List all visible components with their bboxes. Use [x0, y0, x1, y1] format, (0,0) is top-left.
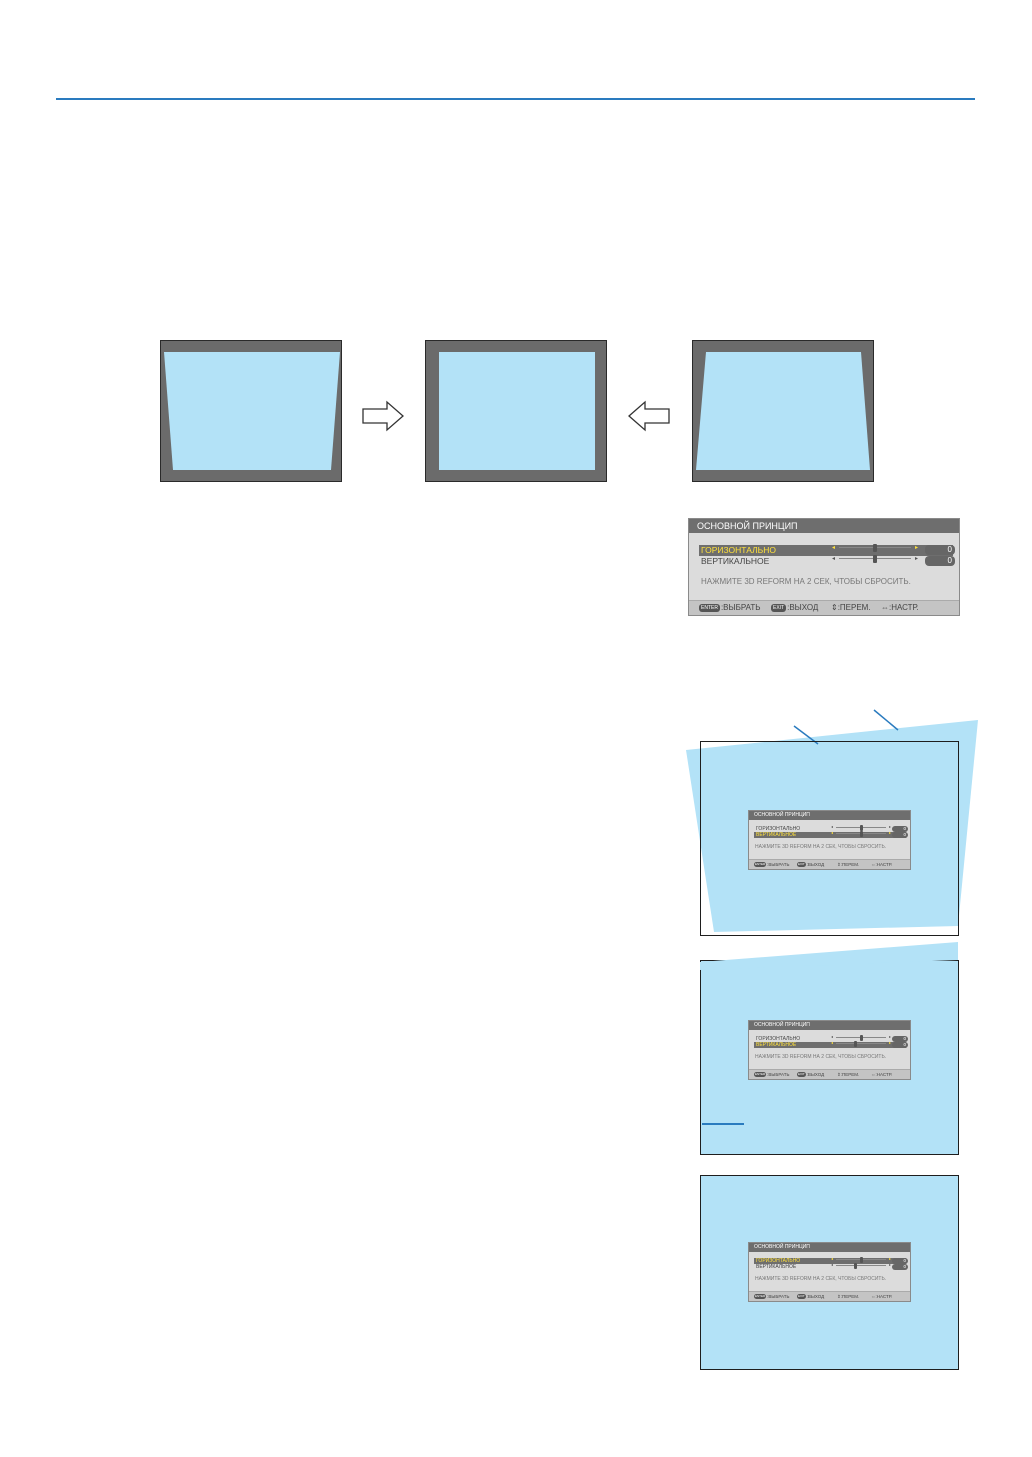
osd-hint: НАЖМИТЕ 3D REFORM НА 2 СЕК, ЧТОБЫ СБРОСИ…	[755, 844, 887, 850]
left-right-icon: ⇔	[881, 603, 889, 612]
enter-key-icon: ENTER	[754, 1072, 767, 1078]
osd-row-label: ВЕРТИКАЛЬНОЕ	[756, 832, 797, 838]
osd-menu-small-3: ОСНОВНОЙ ПРИНЦИП ГОРИЗОНТАЛЬНО ◂▸ 0 ВЕРТ…	[748, 1242, 911, 1302]
enter-key-icon: ENTER	[699, 603, 720, 612]
up-down-icon: ⇕	[831, 603, 838, 612]
trapezoid-screen-shape	[696, 352, 870, 470]
callout-line	[873, 709, 899, 731]
horizontal-value: 0	[892, 1258, 908, 1264]
arrow-right-icon	[362, 400, 404, 432]
vertical-value: 0	[892, 1042, 908, 1048]
enter-key-icon: ENTER	[754, 1294, 767, 1300]
osd-title: ОСНОВНОЙ ПРИНЦИП	[749, 1243, 910, 1252]
osd-row-horizontal[interactable]: ГОРИЗОНТАЛЬНО ◂▸ 0	[754, 1256, 908, 1264]
osd-row-label: ГОРИЗОНТАЛЬНО	[756, 1036, 801, 1042]
horizontal-value: 0	[892, 1036, 908, 1042]
vertical-slider[interactable]: ◂▸	[832, 555, 918, 565]
vertical-slider[interactable]: ◂▸	[831, 1262, 891, 1270]
left-right-icon: ⇔	[871, 862, 876, 867]
osd-row-vertical[interactable]: ВЕРТИКАЛЬНОЕ ◂▸ 0	[699, 555, 955, 567]
horizontal-slider[interactable]: ◂▸	[831, 1256, 891, 1264]
osd-hint: НАЖМИТЕ 3D REFORM НА 2 СЕК, ЧТОБЫ СБРОСИ…	[701, 577, 911, 586]
osd-row-label: ВЕРТИКАЛЬНОЕ	[756, 1264, 797, 1270]
osd-row-vertical[interactable]: ВЕРТИКАЛЬНОЕ ◂▸ 0	[754, 1262, 908, 1270]
vertical-slider[interactable]: ◂▸	[831, 830, 891, 838]
osd-row-horizontal[interactable]: ГОРИЗОНТАЛЬНО ◂▸ 0	[754, 824, 908, 832]
osd-title: ОСНОВНОЙ ПРИНЦИП	[749, 1021, 910, 1030]
osd-row-label: ВЕРТИКАЛЬНОЕ	[701, 556, 770, 566]
projected-top-edge	[700, 942, 958, 970]
exit-key-icon: EXIT	[797, 1072, 806, 1078]
rectangle-screen-shape	[439, 352, 595, 470]
trapezoid-screen-shape	[164, 352, 340, 470]
vertical-slider[interactable]: ◂▸	[831, 1040, 891, 1048]
up-down-icon: ⇕	[837, 1294, 841, 1299]
horizontal-value: 0	[925, 545, 955, 555]
osd-footer: ENTER:ВЫБРАТЬ EXIT:ВЫХОД ⇕:ПЕРЕМ. ⇔:НАСТ…	[749, 859, 910, 869]
arrow-left-icon	[628, 400, 670, 432]
left-right-icon: ⇔	[871, 1294, 876, 1299]
osd-row-label: ВЕРТИКАЛЬНОЕ	[756, 1042, 797, 1048]
osd-hint: НАЖМИТЕ 3D REFORM НА 2 СЕК, ЧТОБЫ СБРОСИ…	[755, 1054, 887, 1060]
screen-frame-1	[700, 741, 959, 936]
exit-key-icon: EXIT	[797, 1294, 806, 1300]
osd-menu-small-2: ОСНОВНОЙ ПРИНЦИП ГОРИЗОНТАЛЬНО ◂▸ 0 ВЕРТ…	[748, 1020, 911, 1080]
enter-key-icon: ENTER	[754, 862, 767, 868]
osd-row-horizontal[interactable]: ГОРИЗОНТАЛЬНО ◂▸ 0	[754, 1034, 908, 1042]
exit-key-icon: EXIT	[797, 862, 806, 868]
keystone-before-right	[692, 340, 874, 482]
osd-title: ОСНОВНОЙ ПРИНЦИП	[749, 811, 910, 820]
vertical-value: 0	[892, 1264, 908, 1270]
osd-row-label: ГОРИЗОНТАЛЬНО	[756, 1258, 801, 1264]
left-right-icon: ⇔	[871, 1072, 876, 1077]
osd-row-label: ГОРИЗОНТАЛЬНО	[756, 826, 801, 832]
osd-footer: ENTER:ВЫБРАТЬ EXIT:ВЫХОД ⇕:ПЕРЕМ. ⇔:НАСТ…	[689, 600, 959, 615]
osd-row-vertical[interactable]: ВЕРТИКАЛЬНОЕ ◂▸ 0	[754, 1040, 908, 1048]
osd-hint: НАЖМИТЕ 3D REFORM НА 2 СЕК, ЧТОБЫ СБРОСИ…	[755, 1276, 887, 1282]
horizontal-value: 0	[892, 826, 908, 832]
horizontal-slider[interactable]: ◂▸	[832, 544, 918, 554]
vertical-value: 0	[892, 832, 908, 838]
keystone-osd-menu: ОСНОВНОЙ ПРИНЦИП ГОРИЗОНТАЛЬНО ◂▸ 0 ВЕРТ…	[688, 518, 960, 616]
keystone-corrected	[425, 340, 607, 482]
up-down-icon: ⇕	[837, 1072, 841, 1077]
up-down-icon: ⇕	[837, 862, 841, 867]
osd-row-horizontal[interactable]: ГОРИЗОНТАЛЬНО ◂▸ 0	[699, 544, 955, 556]
header-rule	[56, 98, 975, 100]
osd-menu-small-1: ОСНОВНОЙ ПРИНЦИП ГОРИЗОНТАЛЬНО ◂▸ 0 ВЕРТ…	[748, 810, 911, 870]
exit-key-icon: EXIT	[771, 603, 787, 612]
osd-row-vertical[interactable]: ВЕРТИКАЛЬНОЕ ◂▸ 0	[754, 830, 908, 838]
vertical-value: 0	[925, 556, 955, 566]
keystone-before-left	[160, 340, 342, 482]
osd-footer: ENTER:ВЫБРАТЬ EXIT:ВЫХОД ⇕:ПЕРЕМ. ⇔:НАСТ…	[749, 1069, 910, 1079]
horizontal-slider[interactable]: ◂▸	[831, 824, 891, 832]
horizontal-slider[interactable]: ◂▸	[831, 1034, 891, 1042]
osd-row-label: ГОРИЗОНТАЛЬНО	[701, 545, 776, 555]
osd-footer: ENTER:ВЫБРАТЬ EXIT:ВЫХОД ⇕:ПЕРЕМ. ⇔:НАСТ…	[749, 1291, 910, 1301]
osd-title: ОСНОВНОЙ ПРИНЦИП	[689, 519, 959, 533]
callout-line	[702, 1123, 744, 1125]
